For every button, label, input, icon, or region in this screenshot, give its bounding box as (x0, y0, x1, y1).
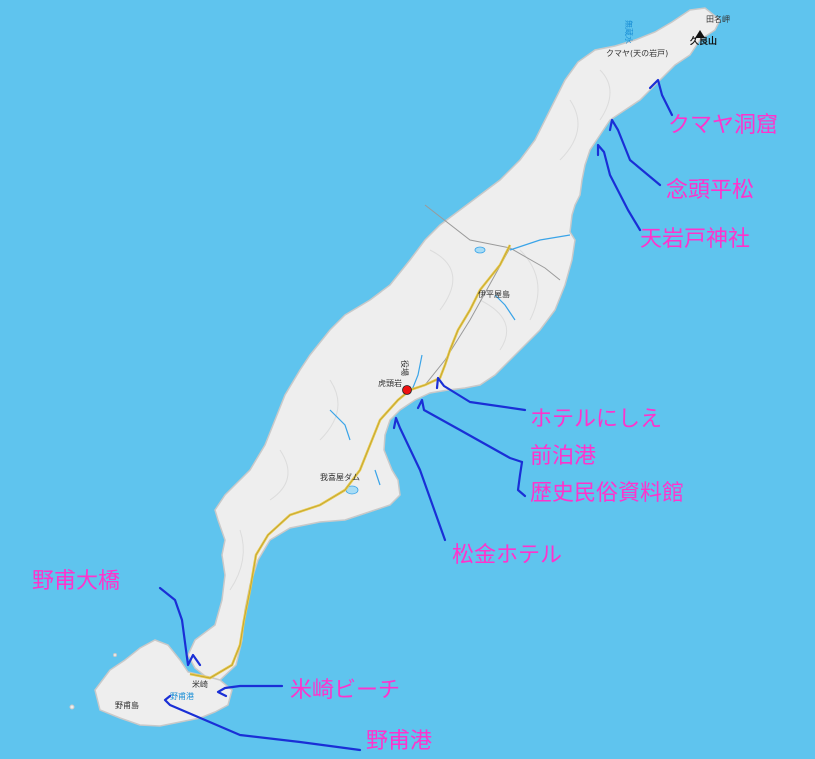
annotation-noho-port: 野甫港 (366, 729, 432, 754)
pointer-nento-hiramatsu (608, 118, 662, 187)
label-cape-tanami: 田名岬 (706, 14, 730, 24)
pointer-kumaya-cave (648, 78, 674, 117)
label-kumaya-cave-small: クマヤ(天の岩戸) (606, 48, 668, 58)
annotation-history-museum: 歴史民俗資料館 (530, 481, 684, 506)
pointer-maedomari-port (416, 398, 524, 464)
label-gashiya-dam: 我喜屋ダム (320, 472, 360, 482)
label-torazu: 虎頭岩 (378, 378, 402, 388)
pointer-noho-bridge (158, 586, 202, 667)
pointer-matsukane-hotel (392, 416, 447, 542)
boundary-lines (424, 204, 561, 386)
label-noho-port-small: 野甫港 (170, 691, 194, 701)
label-yakuba: 役場 (400, 360, 410, 376)
label-noho-island: 野甫島 (115, 700, 139, 710)
annotation-kumaya-cave: クマヤ洞窟 (668, 113, 778, 138)
annotation-hotel-nishie: ホテルにしえ (530, 407, 662, 432)
annotation-maedomari-port: 前泊港 (530, 444, 596, 469)
rivers (329, 234, 571, 486)
label-mt-kuma: 久良山 (690, 35, 717, 47)
main-road-casing (189, 244, 511, 679)
label-yonezaki: 米崎 (192, 679, 208, 689)
pointer-noho-port (163, 694, 362, 752)
annotation-nento-hiramatsu: 念頭平松 (666, 178, 754, 203)
islet (113, 653, 117, 657)
pointer-history-museum (516, 460, 527, 498)
label-musuimizu: 無蔵水 (624, 20, 634, 44)
ponds (345, 246, 486, 495)
pointer-amaiwato-shrine (596, 143, 642, 232)
islet (69, 704, 75, 710)
annotation-noho-bridge: 野甫大橋 (32, 569, 120, 594)
annotation-matsukane-hotel: 松金ホテル (452, 543, 562, 568)
annotation-amaiwato-shrine: 天岩戸神社 (640, 227, 750, 252)
pointer-yonezaki-beach (216, 684, 284, 698)
pointer-hotel-nishie (435, 376, 527, 412)
label-iheya-island: 伊平屋島 (478, 289, 510, 299)
terrain-contours (229, 69, 611, 591)
annotation-pointers (158, 78, 674, 752)
peak-marker-icon (695, 30, 705, 38)
annotation-yonezaki-beach: 米崎ビーチ (290, 678, 400, 703)
town-hall-marker[interactable] (402, 385, 412, 395)
noho-island-landmass (94, 639, 233, 727)
iheya-island-landmass (187, 7, 721, 681)
